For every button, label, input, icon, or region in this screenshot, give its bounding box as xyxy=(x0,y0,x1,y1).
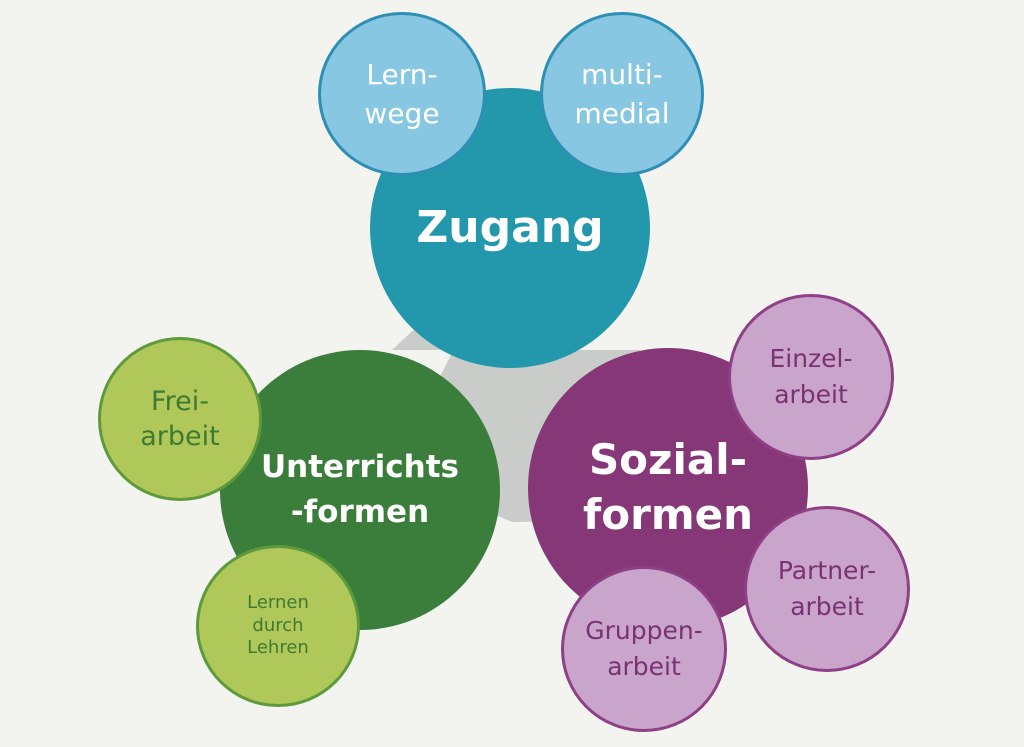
lernwege-circle: Lern- wege xyxy=(318,12,486,176)
einzelarbeit-label: Einzel- arbeit xyxy=(769,343,853,409)
lernen-durch-lehren-circle: Lernen durch Lehren xyxy=(196,545,360,707)
zugang-label: Zugang xyxy=(416,201,604,253)
multimedial-label: multi- medial xyxy=(574,57,670,130)
freiarbeit-circle: Frei- arbeit xyxy=(98,337,262,501)
partnerarbeit-label: Partner- arbeit xyxy=(777,555,877,621)
gruppenarbeit-label: Gruppen- arbeit xyxy=(585,615,703,681)
partnerarbeit-circle: Partner- arbeit xyxy=(744,506,910,672)
einzelarbeit-circle: Einzel- arbeit xyxy=(728,294,894,460)
lernen-durch-lehren-label: Lernen durch Lehren xyxy=(247,592,309,659)
unterrichtsformen-circle: Unterrichts -formen xyxy=(220,350,500,630)
lernwege-label: Lern- wege xyxy=(364,57,440,130)
multimedial-circle: multi- medial xyxy=(540,12,704,176)
sozialformen-label: Sozial- formen xyxy=(583,435,753,539)
gruppenarbeit-circle: Gruppen- arbeit xyxy=(561,566,727,732)
freiarbeit-label: Frei- arbeit xyxy=(140,385,220,452)
unterrichtsformen-label: Unterrichts -formen xyxy=(260,449,459,530)
